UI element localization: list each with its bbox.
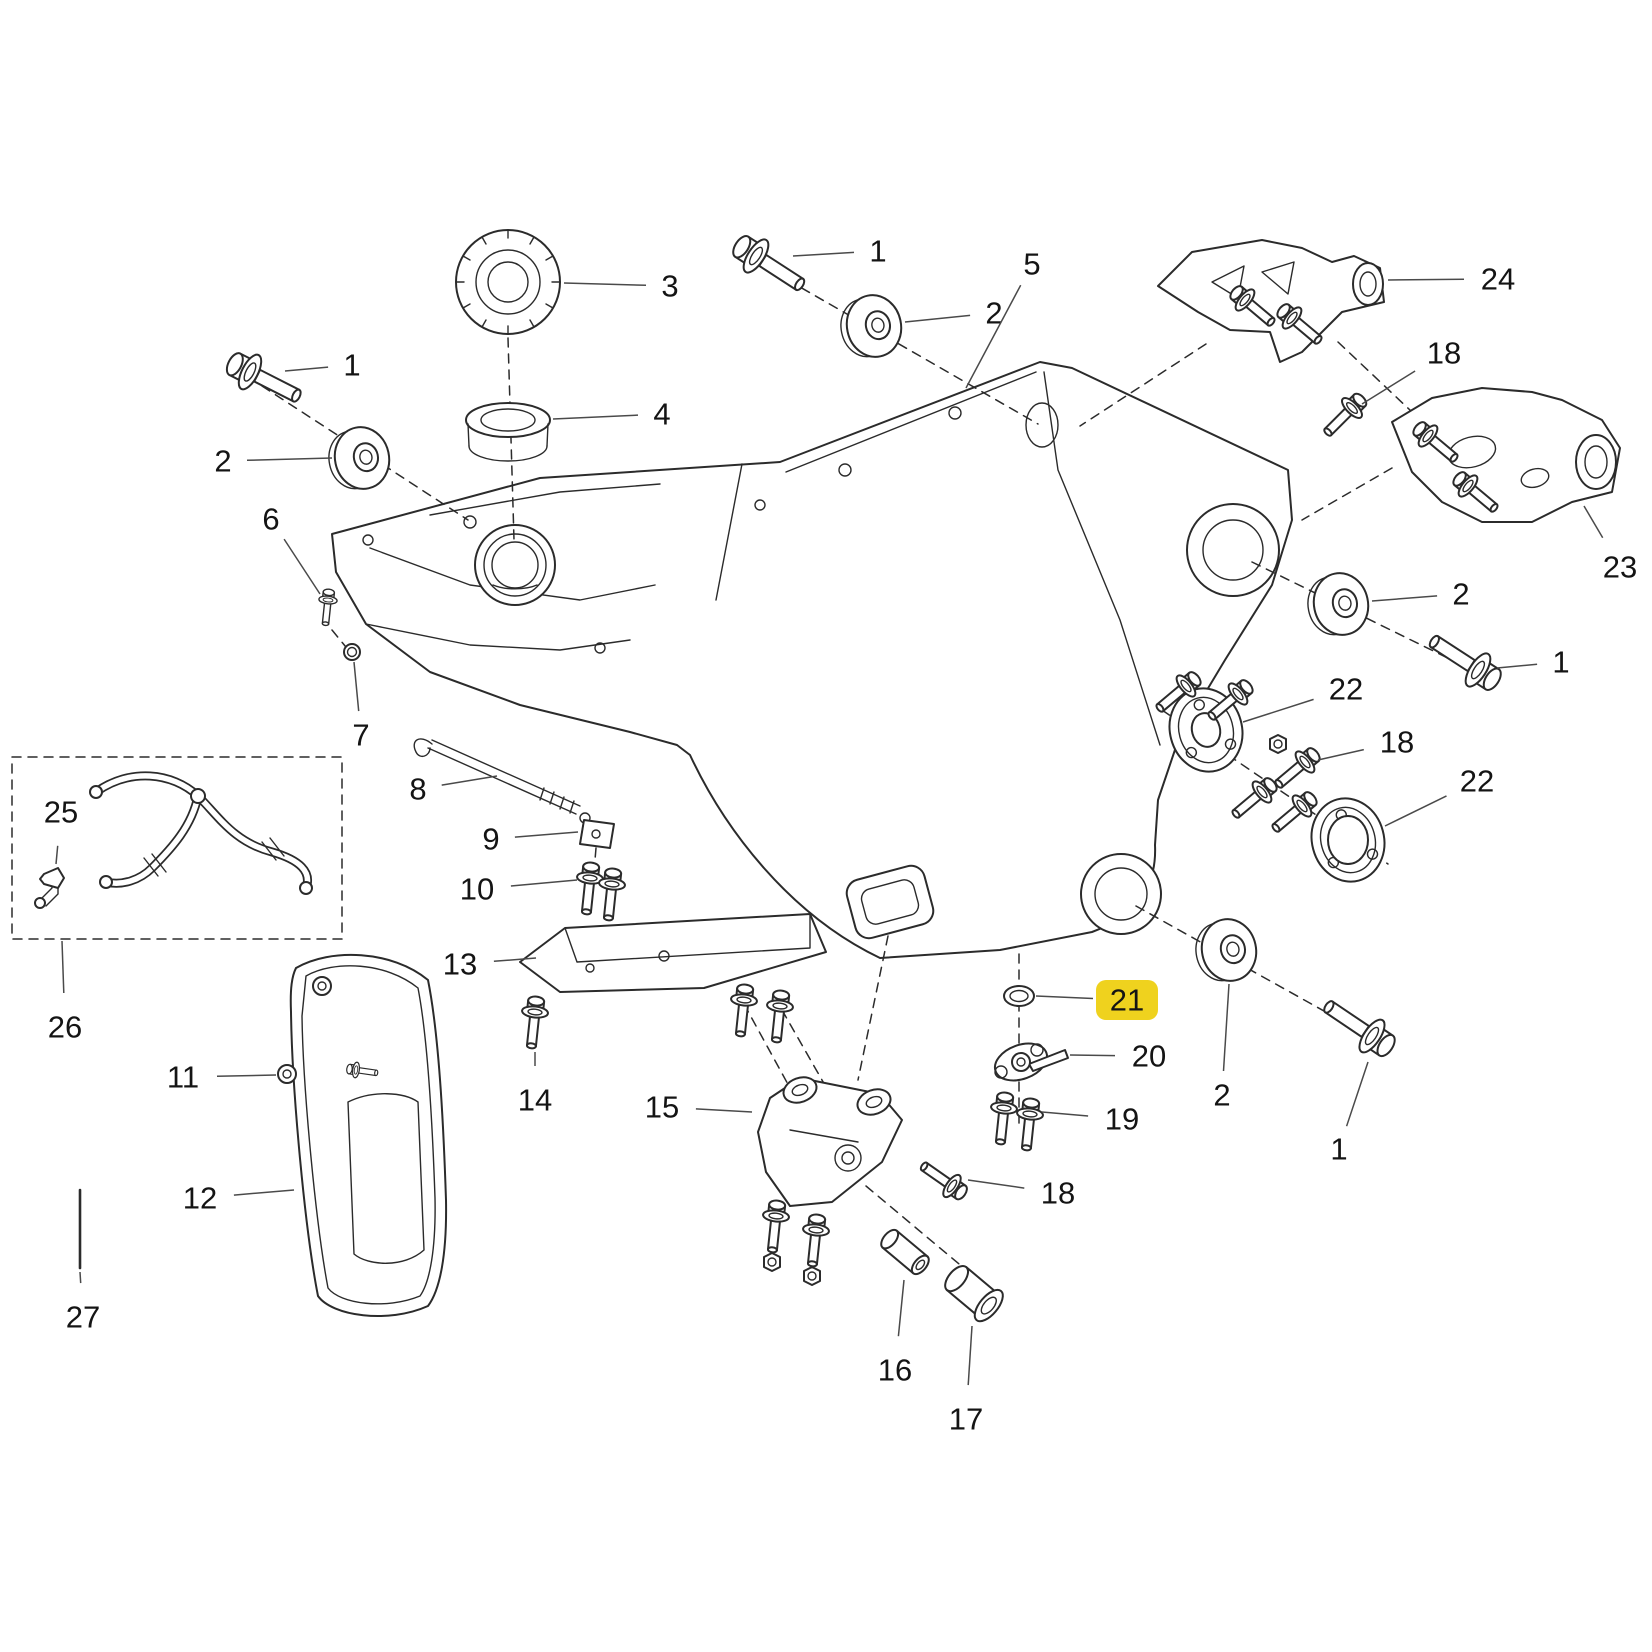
callout-leader-2a [904,314,971,323]
callout-7[interactable]: 7 [352,718,369,753]
frame-rear-loop [1080,853,1162,935]
part-hose-assembly-26 [11,756,343,940]
frame-hatch-plate [845,864,935,940]
part-cap-gasket [465,402,551,462]
callout-12[interactable]: 12 [183,1181,217,1216]
callout-leader-7 [353,661,360,712]
callout-leader-8 [441,775,498,786]
callout-15[interactable]: 15 [645,1090,679,1125]
callout-18b[interactable]: 18 [1380,725,1414,760]
callout-leader-16 [897,1279,905,1337]
callout-leader-2d [1222,983,1230,1072]
callout-highlight-21 [1096,980,1158,1020]
callout-16[interactable]: 16 [878,1353,912,1388]
callout-13[interactable]: 13 [443,947,477,982]
callout-leader-26 [61,940,65,994]
frame-boss-ring [1186,503,1280,597]
callout-2b[interactable]: 2 [214,444,231,479]
part-fuel-cap [455,229,561,335]
part-rod-8 [413,738,591,824]
part-main-frame-tank [331,361,1293,959]
callout-leader-27 [79,1271,82,1284]
callout-5[interactable]: 5 [1023,247,1040,282]
callout-leader-4 [552,414,639,420]
callout-leader-1b [284,366,329,372]
callout-2d[interactable]: 2 [1213,1078,1230,1113]
callout-3[interactable]: 3 [661,269,678,304]
part-bracket-9 [579,819,615,849]
callout-leader-20 [1069,1054,1116,1057]
callout-leader-1a [792,251,855,257]
callout-6[interactable]: 6 [262,502,279,537]
callout-leader-13 [493,957,537,963]
callout-leader-15 [695,1108,753,1113]
callout-9[interactable]: 9 [482,822,499,857]
part-bracket-24 [1157,239,1385,363]
callout-2a[interactable]: 2 [985,296,1002,331]
callout-21[interactable]: 21 [1110,983,1144,1018]
callout-22a[interactable]: 22 [1329,672,1363,707]
callout-leader-1d [1345,1061,1369,1127]
callout-leader-9 [514,831,579,838]
part-bracket-13 [519,913,827,993]
callout-leader-12 [233,1189,295,1196]
callout-23[interactable]: 23 [1603,550,1637,585]
flange-22-lower-bore [1327,815,1369,865]
callout-14[interactable]: 14 [518,1083,552,1118]
callout-leader-19 [1041,1111,1089,1117]
callout-leader-2b [246,457,333,462]
callout-8[interactable]: 8 [409,772,426,807]
callout-leader-1c [1496,663,1538,669]
callout-26[interactable]: 26 [48,1010,82,1045]
callout-1a[interactable]: 1 [869,234,886,269]
callout-18a[interactable]: 18 [1427,336,1461,371]
callout-leader-18b [1317,748,1364,761]
callout-4[interactable]: 4 [653,397,670,432]
part-ring-7 [343,643,361,661]
part-bracket-23 [1391,387,1621,523]
callout-18c[interactable]: 18 [1041,1176,1075,1211]
callout-2c[interactable]: 2 [1452,577,1469,612]
filler-neck [474,524,556,606]
callout-10[interactable]: 10 [460,872,494,907]
part-bushing-17 [944,1264,1004,1323]
part-washer-21 [1003,985,1035,1007]
callout-leader-18c [967,1179,1025,1189]
callout-1b[interactable]: 1 [343,348,360,383]
callout-17[interactable]: 17 [949,1402,983,1437]
callout-25[interactable]: 25 [44,795,78,830]
callout-leader-24 [1387,278,1465,281]
callout-leader-11 [216,1074,277,1078]
part-spacer-16 [880,1228,930,1276]
callout-leader-17 [967,1325,973,1386]
callout-leader-21 [1035,995,1094,1000]
callout-leader-5 [965,284,1022,389]
callout-leader-6 [283,538,321,595]
callout-11[interactable]: 11 [167,1060,199,1095]
callout-24[interactable]: 24 [1481,262,1515,297]
part-fitting-25 [34,867,65,909]
part-petcock-20 [993,1042,1069,1082]
callout-leader-22a [1242,698,1314,723]
callout-1c[interactable]: 1 [1552,645,1569,680]
part-grommet-11 [277,1064,297,1084]
callout-leader-10 [510,879,578,887]
callout-leader-23 [1583,505,1604,539]
callout-leader-22b [1384,795,1447,827]
callout-20[interactable]: 20 [1132,1039,1166,1074]
callout-19[interactable]: 19 [1105,1102,1139,1137]
callout-leader-25 [55,845,59,865]
callout-leader-18a [1361,370,1416,405]
callout-22b[interactable]: 22 [1460,764,1494,799]
callout-27[interactable]: 27 [66,1300,100,1335]
callout-leader-2c [1371,595,1438,602]
callout-leader-3 [563,282,647,287]
callout-1d[interactable]: 1 [1330,1132,1347,1167]
part-bracket-15 [757,1076,903,1207]
